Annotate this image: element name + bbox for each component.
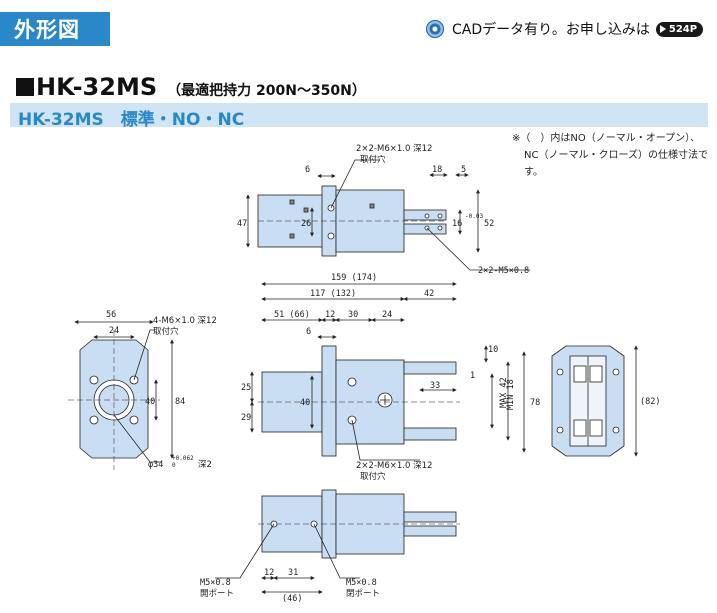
top-dim-16-tol: -0.03 [465,213,483,220]
bottom-port-right-name: 閉ポート [346,589,380,599]
side-dim-1: 1 [470,371,475,381]
side-dim-min18: MIN 18 [506,379,516,410]
bottom-port-left: M5×0.8 [200,578,231,588]
cad-note: CADデータ有り。お申し込みは 524P [426,18,704,40]
side-dim-total: 159 (174) [331,273,377,283]
side-dim-117: 117 (132) [310,289,356,299]
side-dim-24: 24 [382,310,392,320]
left-bore-tol: +0.062 [172,455,194,462]
top-view [246,159,530,271]
spec-note: ※（ ）内はNO（ノーマル・オープン）、 NC（ノーマル・クローズ）の仕様寸法で… [512,130,717,181]
side-dim-42: 42 [424,289,434,299]
bottom-dim-31: 31 [288,568,298,578]
side-dim-6: 6 [306,327,311,337]
right-dim-82: (82) [640,397,660,407]
side-hole-spec: 2×2-M6×1.0 深12 [356,461,432,471]
model-title: HK-32MS （最適把持力 200N〜350N） [16,73,366,101]
model-name: HK-32MS [36,73,158,101]
side-dim-33: 33 [430,381,440,391]
left-bore: φ34 [148,460,163,470]
left-dim-40: 40 [145,397,155,407]
top-dim-18: 18 [432,165,442,175]
left-hole-purpose: 取付穴 [153,326,179,337]
side-dim-25: 25 [241,383,251,393]
header-bar [0,12,110,46]
left-view [68,320,174,470]
side-dim-10: 10 [488,345,498,355]
side-dim-78: 78 [530,398,540,408]
left-bore-depth: 深2 [198,460,212,470]
side-dim-30: 30 [348,310,358,320]
top-dim-5: 5 [461,165,466,175]
bottom-port-left-name: 開ポート [200,589,234,599]
top-dim-26: 26 [301,219,311,229]
top-jaw-holes: 2×2-M5×0.8 [478,266,529,276]
square-bullet-icon [16,78,34,96]
top-dim-16: 16 [452,219,462,229]
right-view [551,345,638,457]
bottom-dim-12: 12 [264,568,274,578]
top-hole-purpose: 取付穴 [360,154,386,165]
model-subtitle: （最適把持力 200N〜350N） [167,83,366,99]
left-bore-tol2: 0 [172,462,176,469]
bottom-port-right: M5×0.8 [346,578,377,588]
side-dim-40: 40 [300,398,310,408]
top-dim-6: 6 [305,165,310,175]
top-hole-spec: 2×2-M6×1.0 深12 [356,144,432,154]
left-dim-56: 56 [106,310,116,320]
play-icon [659,25,666,33]
side-dim-max42: MAX 42 [499,377,509,408]
bottom-dim-46: (46) [282,594,302,604]
cad-note-text: CADデータ有り。お申し込みは [452,22,650,38]
left-dim-84: 84 [175,397,185,407]
page-ref-text: 524P [668,23,698,35]
page-title: 外形図 [14,18,80,42]
left-hole-spec: 4-M6×1.0 深12 [153,316,217,326]
side-hole-purpose: 取付穴 [360,471,386,482]
side-dim-51: 51 (66) [274,310,310,320]
variant-band [10,103,708,127]
top-dim-52: 52 [484,219,494,229]
page-ref-badge[interactable]: 524P [655,21,704,37]
cd-icon [426,20,444,38]
side-dim-29: 29 [241,413,251,423]
spec-note-line2: NC（ノーマル・クローズ）の仕様寸法です。 [524,150,708,178]
side-dim-12: 12 [325,310,335,320]
side-view [250,282,526,461]
bottom-view [215,489,460,594]
variant-title: HK-32MS 標準・NO・NC [18,110,245,130]
left-dim-24: 24 [109,326,119,336]
top-dim-47: 47 [237,219,247,229]
spec-note-line1: ※（ ）内はNO（ノーマル・オープン）、 [512,133,701,144]
